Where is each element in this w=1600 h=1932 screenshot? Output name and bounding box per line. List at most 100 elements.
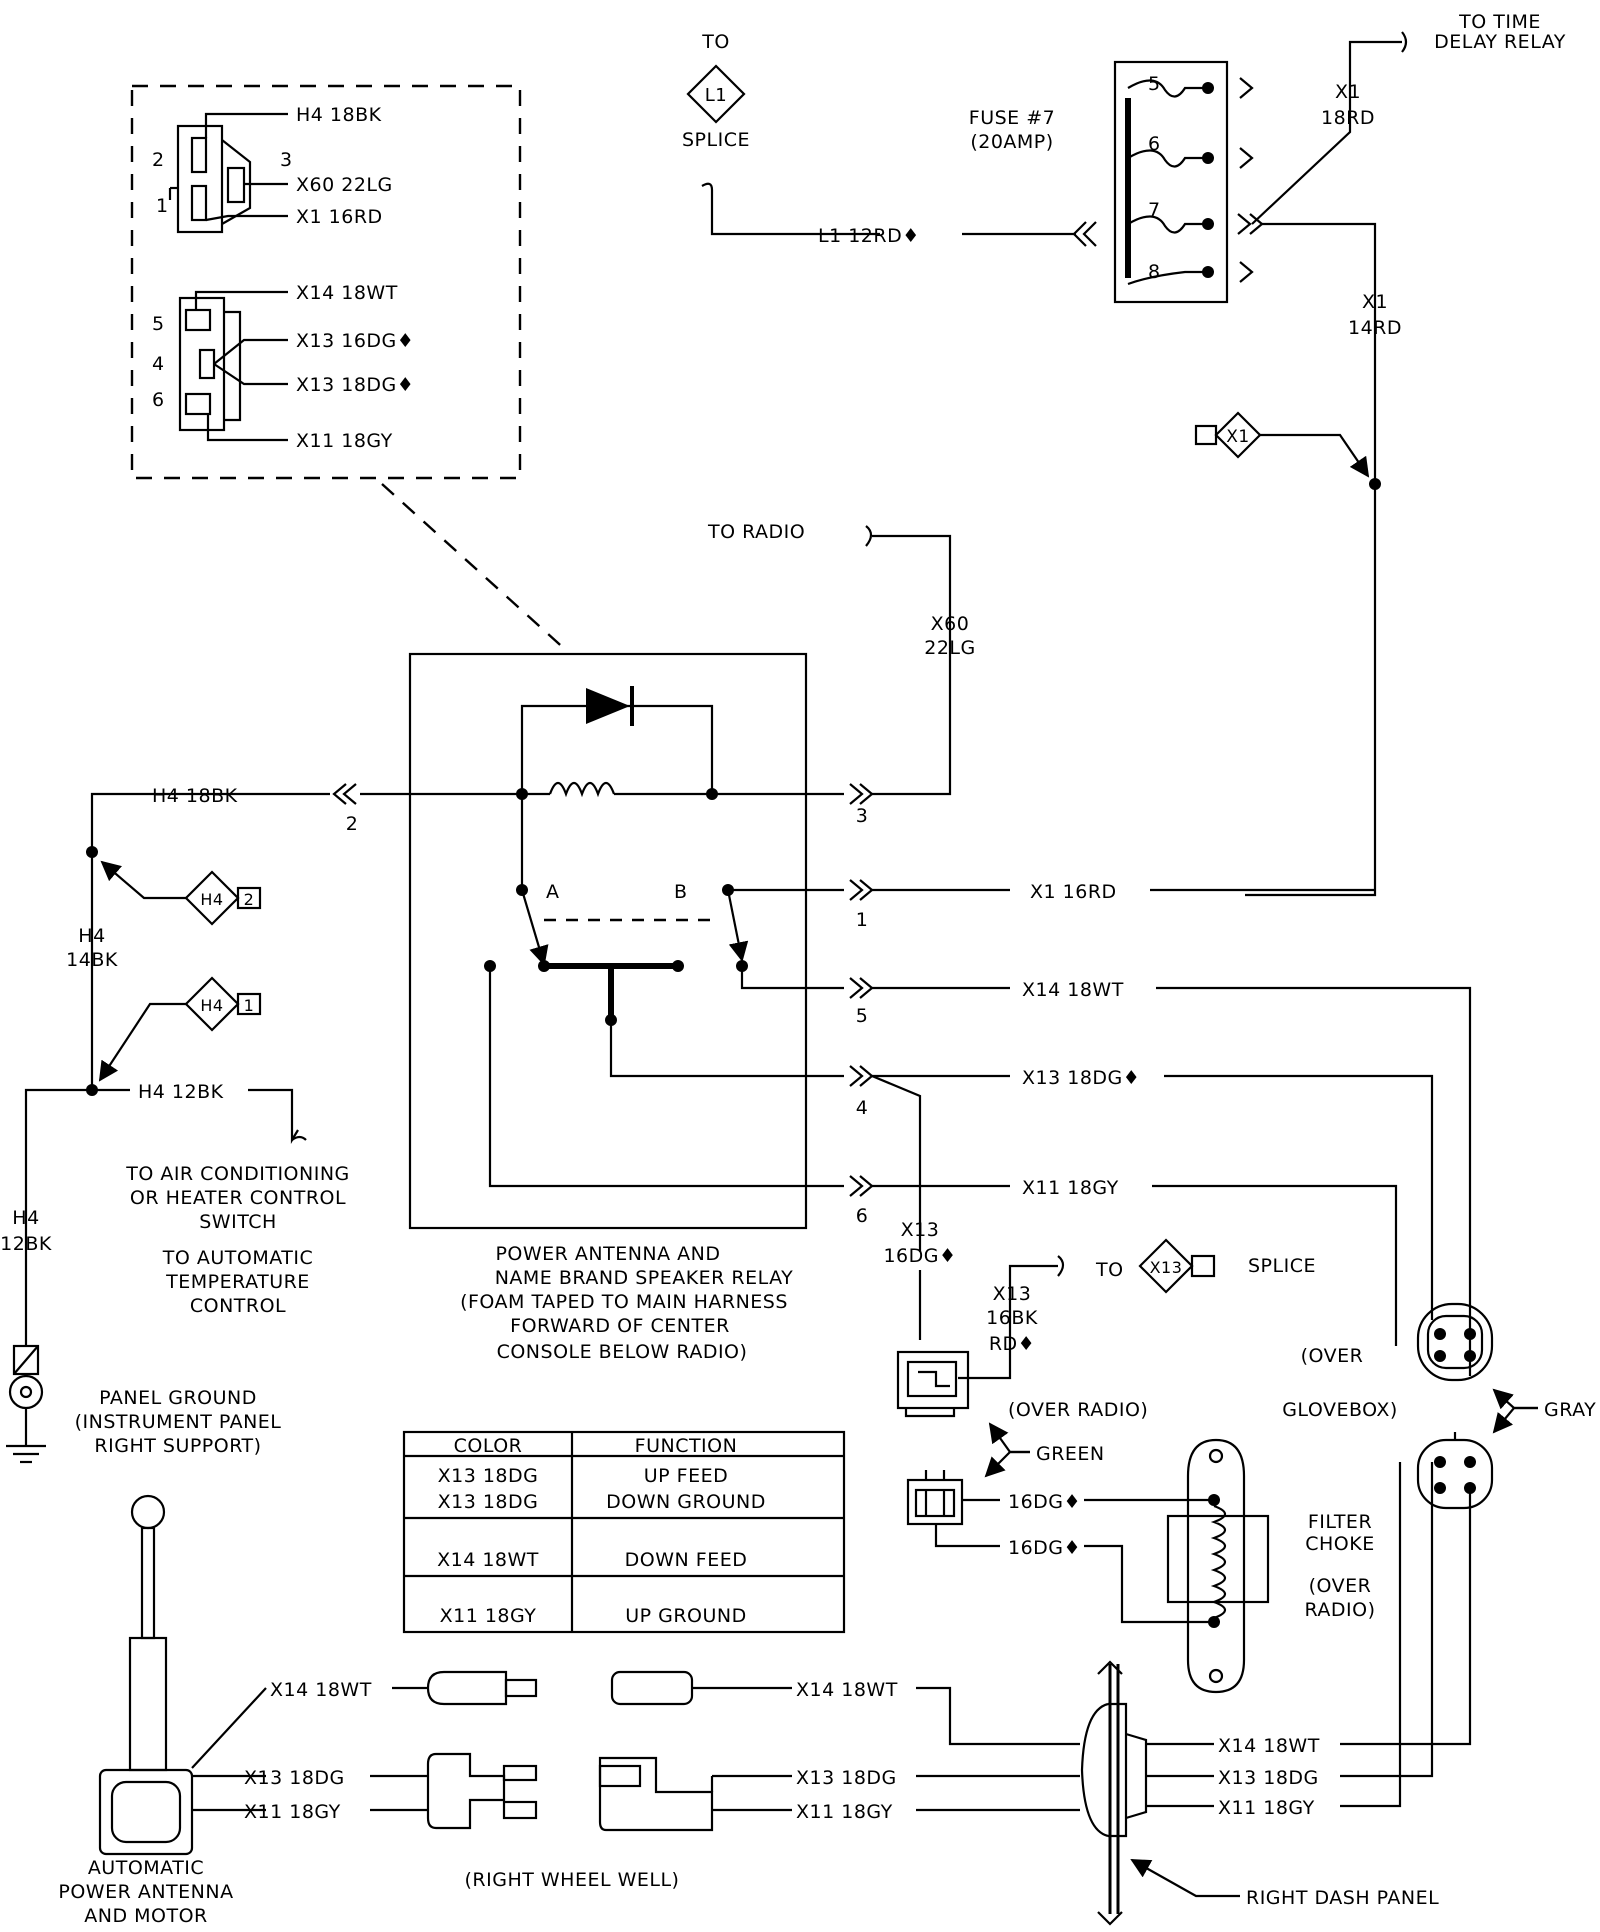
table-cell: UP FEED xyxy=(644,1465,728,1487)
relay-pin-number: 6 xyxy=(856,1205,869,1227)
relay-pin-number: 2 xyxy=(346,813,359,835)
relay-pin-connectors xyxy=(332,783,874,1197)
svg-text:X1: X1 xyxy=(1226,427,1249,447)
right-wire-label: X14 18WT xyxy=(796,1679,898,1701)
filter-choke-label: CHOKE xyxy=(1305,1533,1374,1555)
relay-caption: FORWARD OF CENTER xyxy=(510,1315,730,1337)
table-cell: X13 18DG xyxy=(438,1465,539,1487)
to-time-delay-relay-label: TO TIME xyxy=(1458,11,1541,33)
glovebox-connector-upper xyxy=(1416,1302,1494,1382)
fuse-number: 5 xyxy=(1148,73,1161,95)
table-cell: DOWN GROUND xyxy=(606,1491,766,1513)
svg-text:L1: L1 xyxy=(705,85,727,106)
wire-label-x1-16rd: X1 16RD xyxy=(1030,881,1117,903)
relay-contact: B xyxy=(674,881,688,903)
wire-label-x13-16dg: 16DG♦ xyxy=(883,1245,956,1267)
ground-icon xyxy=(6,1344,46,1464)
dash-wire-label: X13 18DG xyxy=(1218,1767,1319,1789)
inset-wire-label: X60 22LG xyxy=(296,174,393,196)
to-air-conditioning-label: TO AIR CONDITIONING xyxy=(125,1163,350,1185)
table-header: COLOR xyxy=(454,1435,523,1457)
over-radio-connector xyxy=(896,1350,970,1418)
relay-pin-number: 1 xyxy=(856,909,869,931)
to-radio-label: TO RADIO xyxy=(707,521,805,543)
color-function-table xyxy=(402,1430,846,1634)
gray-label: GRAY xyxy=(1544,1399,1596,1421)
antenna-caption: AND MOTOR xyxy=(84,1905,208,1927)
inset-pin: 4 xyxy=(152,353,165,375)
table-cell: X11 18GY xyxy=(440,1605,537,1627)
green-label: GREEN xyxy=(1036,1443,1105,1465)
choke-wire-label: 16DG♦ xyxy=(1008,1537,1081,1559)
h4-splice-tag-1: H4 1 xyxy=(184,976,262,1032)
inset-wire-label: X1 16RD xyxy=(296,206,383,228)
relay-internals xyxy=(484,686,749,1026)
wire-label-h4-14bk: H4 xyxy=(78,925,105,947)
wire-label-x1-14rd: X1 xyxy=(1362,291,1388,313)
wire-label-h4-12bk-v: H4 xyxy=(12,1207,39,1229)
choke-wire-label: 16DG♦ xyxy=(1008,1491,1081,1513)
table-cell: X14 18WT xyxy=(437,1549,539,1571)
wire-label-x60: X60 xyxy=(931,613,970,635)
fuse-block: 5 6 7 8 xyxy=(1072,60,1264,304)
glovebox-connector-lower xyxy=(1416,1432,1494,1510)
wire-label-x1-18rd: X1 xyxy=(1335,81,1361,103)
fuse-number: 6 xyxy=(1148,133,1161,155)
to-auto-temp-label: CONTROL xyxy=(190,1295,286,1317)
wire-label-h4-18bk: H4 18BK xyxy=(152,785,238,807)
table-cell: DOWN FEED xyxy=(625,1549,748,1571)
to-auto-temp-label: TEMPERATURE xyxy=(165,1271,310,1293)
svg-text:H4: H4 xyxy=(200,890,223,909)
wire-label-x13-16dg: X13 xyxy=(901,1219,940,1241)
relay-pin-number: 4 xyxy=(856,1097,869,1119)
power-antenna-motor xyxy=(98,1494,194,1856)
relay-caption: (FOAM TAPED TO MAIN HARNESS xyxy=(460,1291,788,1313)
wire-label-x14-18wt: X14 18WT xyxy=(1022,979,1124,1001)
to-air-conditioning-label: OR HEATER CONTROL xyxy=(130,1187,346,1209)
panel-ground-label: PANEL GROUND xyxy=(99,1387,257,1409)
wire-label-h4-12bk: H4 12BK xyxy=(138,1081,224,1103)
inset-wire-label: X11 18GY xyxy=(296,430,393,452)
wire-label-l1-12rd: L1 12RD♦ xyxy=(818,225,920,247)
filter-choke-label: RADIO) xyxy=(1304,1599,1375,1621)
to-time-delay-relay-label: DELAY RELAY xyxy=(1434,31,1566,53)
wire-label-h4-14bk: 14BK xyxy=(66,949,118,971)
antenna-caption: AUTOMATIC xyxy=(88,1857,204,1879)
wire-label-x1-14rd: 14RD xyxy=(1348,317,1402,339)
inset-wire-label: X14 18WT xyxy=(296,282,398,304)
to-l1-splice-label: TO xyxy=(701,31,730,53)
wire-label-x11-18gy: X11 18GY xyxy=(1022,1177,1119,1199)
antenna-wire-label: X11 18GY xyxy=(244,1801,341,1823)
to-x13-splice-label: SPLICE xyxy=(1248,1255,1316,1277)
wire-label-x60: 22LG xyxy=(924,637,976,659)
to-air-conditioning-label: SWITCH xyxy=(199,1211,277,1233)
filter-choke xyxy=(1166,1438,1270,1694)
h4-splice-tag-2: H4 2 xyxy=(184,870,262,926)
dash-wire-label: X11 18GY xyxy=(1218,1797,1315,1819)
over-glovebox-label: (OVER xyxy=(1301,1345,1364,1367)
wheel-well-connector-left-top xyxy=(426,1670,538,1706)
table-header: FUNCTION xyxy=(635,1435,738,1457)
fuse-number: 8 xyxy=(1148,261,1161,283)
inset-wire-label: H4 18BK xyxy=(296,104,382,126)
over-glovebox-label: GLOVEBOX) xyxy=(1282,1399,1398,1421)
wire-label-h4-12bk-v: 12BK xyxy=(0,1233,52,1255)
fuse-number: 7 xyxy=(1148,199,1161,221)
wire-label-x1-18rd: 18RD xyxy=(1321,107,1375,129)
relay-contact: A xyxy=(546,881,560,903)
svg-text:H4: H4 xyxy=(200,996,223,1015)
right-wire-label: X11 18GY xyxy=(796,1801,893,1823)
dash-wire-label: X14 18WT xyxy=(1218,1735,1320,1757)
antenna-wire-label: X13 18DG xyxy=(244,1767,345,1789)
wire-label-x13-18dg: X13 18DG♦ xyxy=(1022,1067,1140,1089)
table-cell: X13 18DG xyxy=(438,1491,539,1513)
filter-choke-label: FILTER xyxy=(1308,1511,1372,1533)
right-wheel-well-label: (RIGHT WHEEL WELL) xyxy=(465,1869,680,1891)
inset-pin: 2 xyxy=(152,149,165,171)
svg-text:2: 2 xyxy=(244,890,255,909)
relay-caption: CONSOLE BELOW RADIO) xyxy=(497,1341,748,1363)
l1-splice-tag: L1 xyxy=(686,64,746,124)
x1-splice-tag: X1 xyxy=(1194,411,1262,459)
table-cell: UP GROUND xyxy=(625,1605,747,1627)
